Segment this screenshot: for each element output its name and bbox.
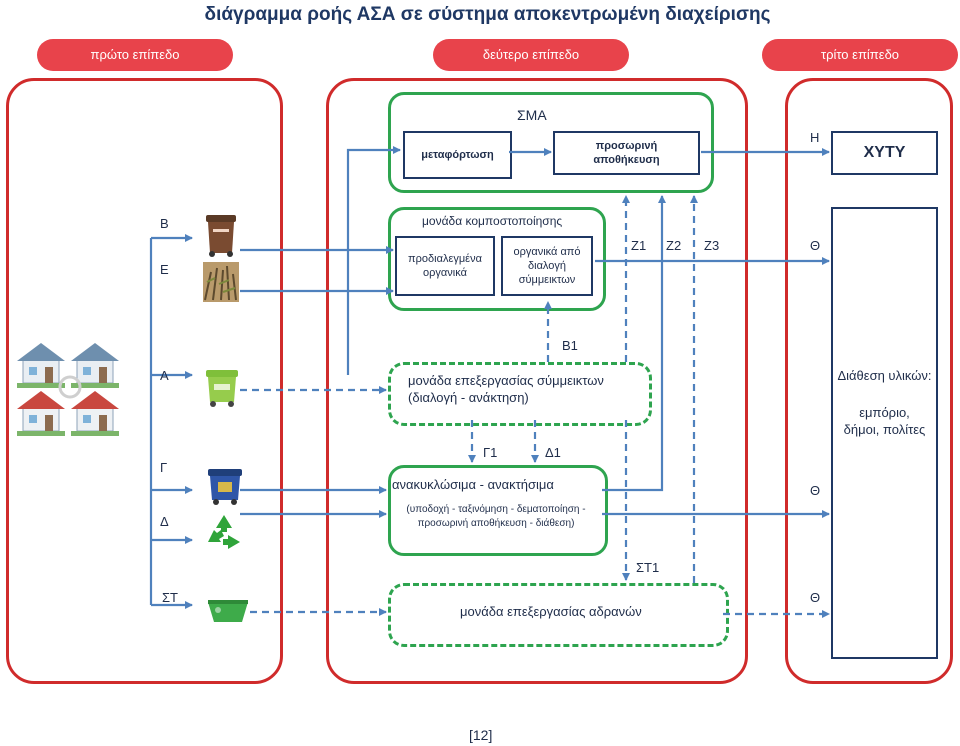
houses-icon bbox=[17, 343, 119, 436]
arrow-to-transfer bbox=[346, 146, 401, 375]
label-b: Β bbox=[160, 216, 169, 231]
presorted-organics-box: προδιαλεγμένα οργανικά bbox=[395, 236, 495, 296]
label-th-3: Θ bbox=[810, 590, 821, 605]
inert-processing-unit bbox=[388, 583, 729, 647]
label-th-1: Θ bbox=[810, 238, 821, 253]
skip-container-icon bbox=[208, 600, 248, 622]
arrow-recycling-to-storage bbox=[602, 195, 666, 492]
label-b1: Β1 bbox=[562, 338, 578, 353]
label-z1: Ζ1 bbox=[631, 238, 647, 253]
inert-processing-label: μονάδα επεξεργασίας αδρανών bbox=[460, 604, 642, 619]
brown-bin-icon bbox=[203, 213, 239, 257]
green-bin-icon bbox=[206, 370, 238, 407]
recycling-unit bbox=[388, 465, 608, 556]
landfill-box: ΧΥΤΥ bbox=[831, 131, 938, 175]
page-footer: [12] bbox=[469, 727, 493, 743]
label-a: Α bbox=[160, 368, 169, 383]
label-st1: ΣΤ1 bbox=[636, 560, 660, 575]
mixed-processing-unit bbox=[388, 362, 652, 426]
recycling-description: (υποδοχή - ταξινόμηση - δεματοποίηση - π… bbox=[406, 504, 586, 529]
organics-from-mixed-box: οργανικά από διαλογή σύμμεικτων bbox=[501, 236, 593, 296]
blue-bin-icon bbox=[208, 469, 242, 505]
temp-storage-box: προσωρινή αποθήκευση bbox=[553, 131, 700, 175]
recycling-title: ανακυκλώσιμα - ανακτήσιμα bbox=[392, 477, 554, 492]
mixed-processing-label: μονάδα επεξεργασίας σύμμεικτων (διαλογή … bbox=[408, 373, 604, 405]
diagram-title: διάγραμμα ροής ΑΣΑ σε σύστημα αποκεντρωμ… bbox=[204, 4, 771, 25]
transfer-box: μεταφόρτωση bbox=[403, 131, 512, 179]
level-third-label: τρίτο επίπεδο bbox=[762, 39, 958, 71]
label-d1: Δ1 bbox=[545, 445, 561, 460]
recycle-icon bbox=[208, 515, 240, 549]
level-second-label: δεύτερο επίπεδο bbox=[433, 39, 629, 71]
label-g1: Γ1 bbox=[483, 445, 498, 460]
level-first-label: πρώτο επίπεδο bbox=[37, 39, 233, 71]
label-h: Η bbox=[810, 130, 820, 145]
label-st: ΣΤ bbox=[162, 590, 178, 605]
sma-title: ΣΜΑ bbox=[517, 107, 547, 123]
label-z2: Ζ2 bbox=[666, 238, 682, 253]
compost-title: μονάδα κομποστοποίησης bbox=[422, 214, 563, 228]
label-d: Δ bbox=[160, 514, 169, 529]
label-g: Γ bbox=[160, 460, 168, 475]
disposal-title: Διάθεση υλικών: bbox=[837, 368, 932, 383]
label-th-2: Θ bbox=[810, 483, 821, 498]
disposal-box: Διάθεση υλικών: εμπόριο, δήμοι, πολίτες bbox=[831, 207, 938, 659]
disposal-description: εμπόριο, δήμοι, πολίτες bbox=[843, 404, 926, 437]
label-e: Ε bbox=[160, 262, 169, 277]
garden-waste-icon bbox=[203, 262, 239, 302]
label-z3: Ζ3 bbox=[704, 238, 720, 253]
